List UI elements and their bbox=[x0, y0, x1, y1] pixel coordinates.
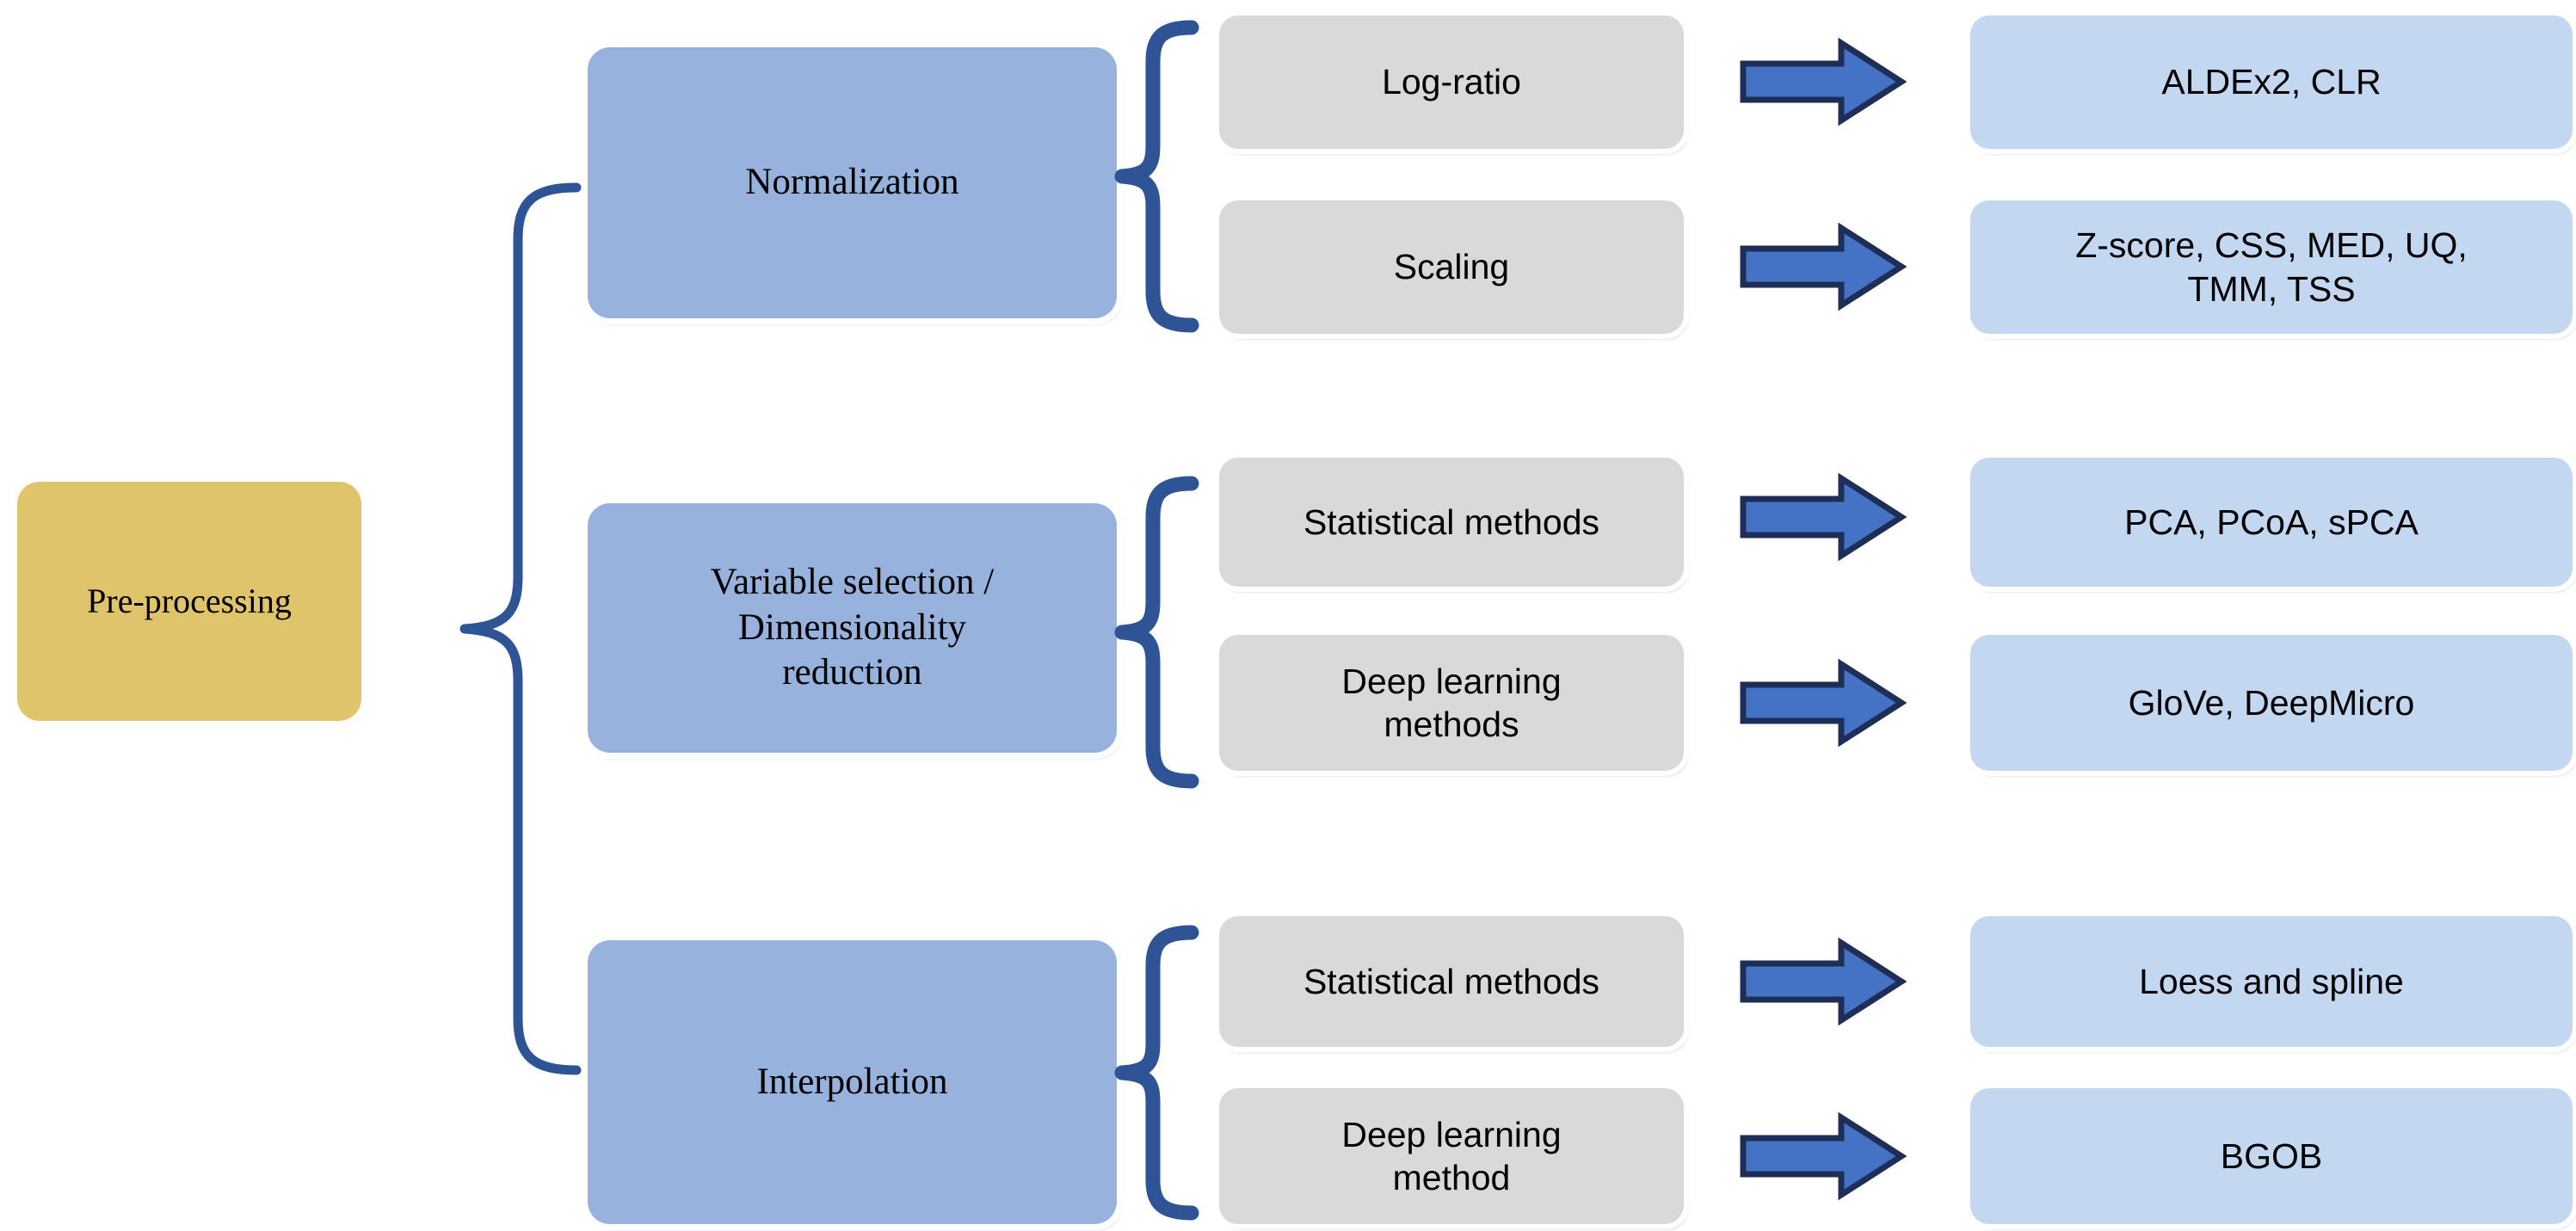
right-arrow-icon-statistical-vs bbox=[1740, 472, 1907, 562]
tool-node-loess-spline[interactable]: Loess and spline bbox=[1970, 916, 2573, 1047]
category-node-normalization[interactable]: Normalization bbox=[588, 47, 1117, 318]
root-node-pre-processing[interactable]: Pre-processing bbox=[17, 482, 361, 721]
category-node-variable-selection[interactable]: Variable selection / Dimensionality redu… bbox=[588, 503, 1117, 753]
tool-node-label: ALDEx2, CLR bbox=[2161, 62, 2382, 102]
method-node-label: Deep learning methods bbox=[1341, 661, 1562, 744]
method-node-label: Log-ratio bbox=[1382, 62, 1521, 102]
method-node-label: Scaling bbox=[1393, 247, 1510, 287]
right-arrow-icon-deep-learning-vs bbox=[1740, 658, 1907, 748]
method-node-label: Statistical methods bbox=[1303, 502, 1600, 542]
root-node-label: Pre-processing bbox=[87, 581, 292, 620]
category-node-label: Normalization bbox=[745, 162, 959, 203]
tool-node-glove-deepmicro[interactable]: GloVe, DeepMicro bbox=[1970, 635, 2573, 771]
right-arrow-icon-log-ratio bbox=[1740, 37, 1907, 126]
method-node-log-ratio[interactable]: Log-ratio bbox=[1219, 15, 1684, 149]
method-node-deep-learning-method-interp[interactable]: Deep learning method bbox=[1219, 1088, 1684, 1224]
method-node-scaling[interactable]: Scaling bbox=[1219, 200, 1684, 334]
right-arrow-icon-scaling bbox=[1740, 222, 1907, 311]
tool-node-label: PCA, PCoA, sPCA bbox=[2124, 502, 2419, 542]
category-node-interpolation[interactable]: Interpolation bbox=[588, 940, 1117, 1224]
tool-node-label: Loess and spline bbox=[2139, 961, 2404, 1001]
method-node-deep-learning-methods-vs[interactable]: Deep learning methods bbox=[1219, 635, 1684, 771]
tool-node-label: BGOB bbox=[2220, 1136, 2323, 1176]
category-node-label: Variable selection / Dimensionality redu… bbox=[710, 562, 995, 693]
method-node-label: Deep learning method bbox=[1341, 1114, 1562, 1197]
tool-node-label: GloVe, DeepMicro bbox=[2128, 682, 2415, 723]
tool-node-scaling-methods[interactable]: Z-score, CSS, MED, UQ, TMM, TSS bbox=[1970, 200, 2573, 334]
right-arrow-icon-deep-learning-interp bbox=[1740, 1111, 1907, 1201]
tool-node-bgob[interactable]: BGOB bbox=[1970, 1088, 2573, 1224]
method-node-statistical-methods-vs[interactable]: Statistical methods bbox=[1219, 458, 1684, 587]
main-curly-brace-icon bbox=[370, 172, 585, 1093]
right-arrow-icon-statistical-interp bbox=[1740, 937, 1907, 1026]
category-node-label: Interpolation bbox=[756, 1061, 948, 1102]
method-node-statistical-methods-interp[interactable]: Statistical methods bbox=[1219, 916, 1684, 1047]
method-node-label: Statistical methods bbox=[1303, 961, 1600, 1001]
tool-node-label: Z-score, CSS, MED, UQ, TMM, TSS bbox=[2075, 225, 2468, 309]
tool-node-pca-pcoa-spca[interactable]: PCA, PCoA, sPCA bbox=[1970, 458, 2573, 587]
tool-node-aldex2-clr[interactable]: ALDEx2, CLR bbox=[1970, 15, 2573, 149]
